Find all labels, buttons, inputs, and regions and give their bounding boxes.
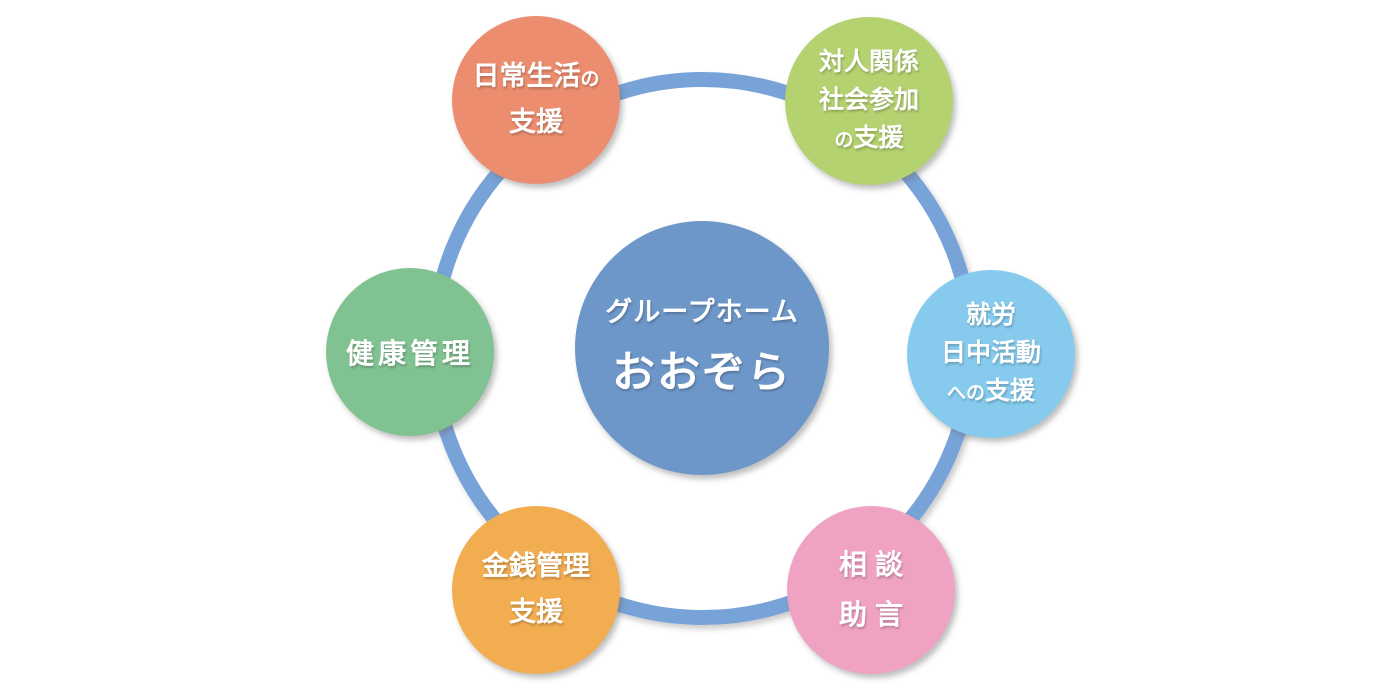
circle-label-line: 助言 [838,598,911,631]
circle-label-line: 日常生活の [472,61,600,92]
circle-label-line: 社会参加 [818,85,919,114]
circle-label-line: 相談 [838,548,911,581]
circle-social-participation-support: 対人関係 社会参加 の支援 [785,17,953,185]
circle-label-line: 健康管理 [345,337,474,370]
circle-label-line: 金銭管理 [482,551,590,582]
circle-employment-daytime-support: 就労 日中活動 への支援 [907,270,1075,438]
circle-label-line: 対人関係 [818,47,919,76]
circle-label-line: への支援 [946,376,1036,405]
group-home-name: おおぞら [612,348,792,398]
circle-money-management-support: 金銭管理 支援 [452,506,620,674]
circle-consultation-advice: 相談 助言 [787,506,955,674]
circle-label-line: 支援 [509,597,563,628]
circle-group-home-oozora: グループホーム おおぞら [575,221,829,475]
circle-label-line: の支援 [834,123,904,152]
group-home-label: グループホーム [605,297,799,328]
circle-label-line: 就労 [965,300,1016,329]
circle-label-line: 支援 [509,107,563,138]
circle-health-management: 健康管理 [326,268,494,436]
circle-label-line: 日中活動 [940,338,1041,367]
circle-daily-life-support: 日常生活の 支援 [452,16,620,184]
